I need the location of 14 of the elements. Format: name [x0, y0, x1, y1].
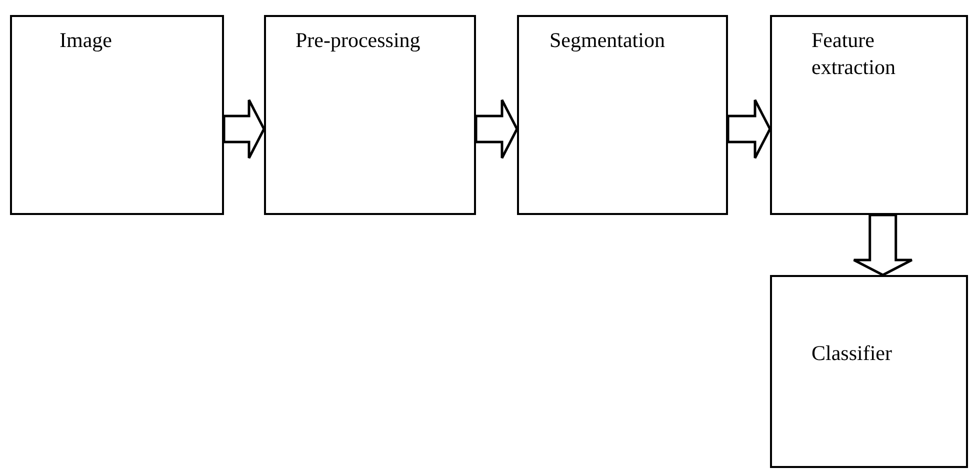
block-arrow: [726, 98, 772, 160]
process-box: [770, 15, 968, 215]
box-label: Image: [60, 26, 113, 54]
block-arrow: [852, 214, 914, 276]
box-label: Segmentation: [550, 26, 666, 54]
process-box: [10, 15, 224, 215]
block-arrow: [222, 98, 266, 160]
process-box: [517, 15, 728, 215]
process-box: [264, 15, 476, 215]
box-label: Classifier: [812, 340, 893, 366]
box-label: Pre-processing: [296, 26, 422, 54]
process-box: [770, 275, 968, 468]
block-arrow: [474, 98, 518, 160]
box-label: Feature extraction: [812, 26, 896, 81]
